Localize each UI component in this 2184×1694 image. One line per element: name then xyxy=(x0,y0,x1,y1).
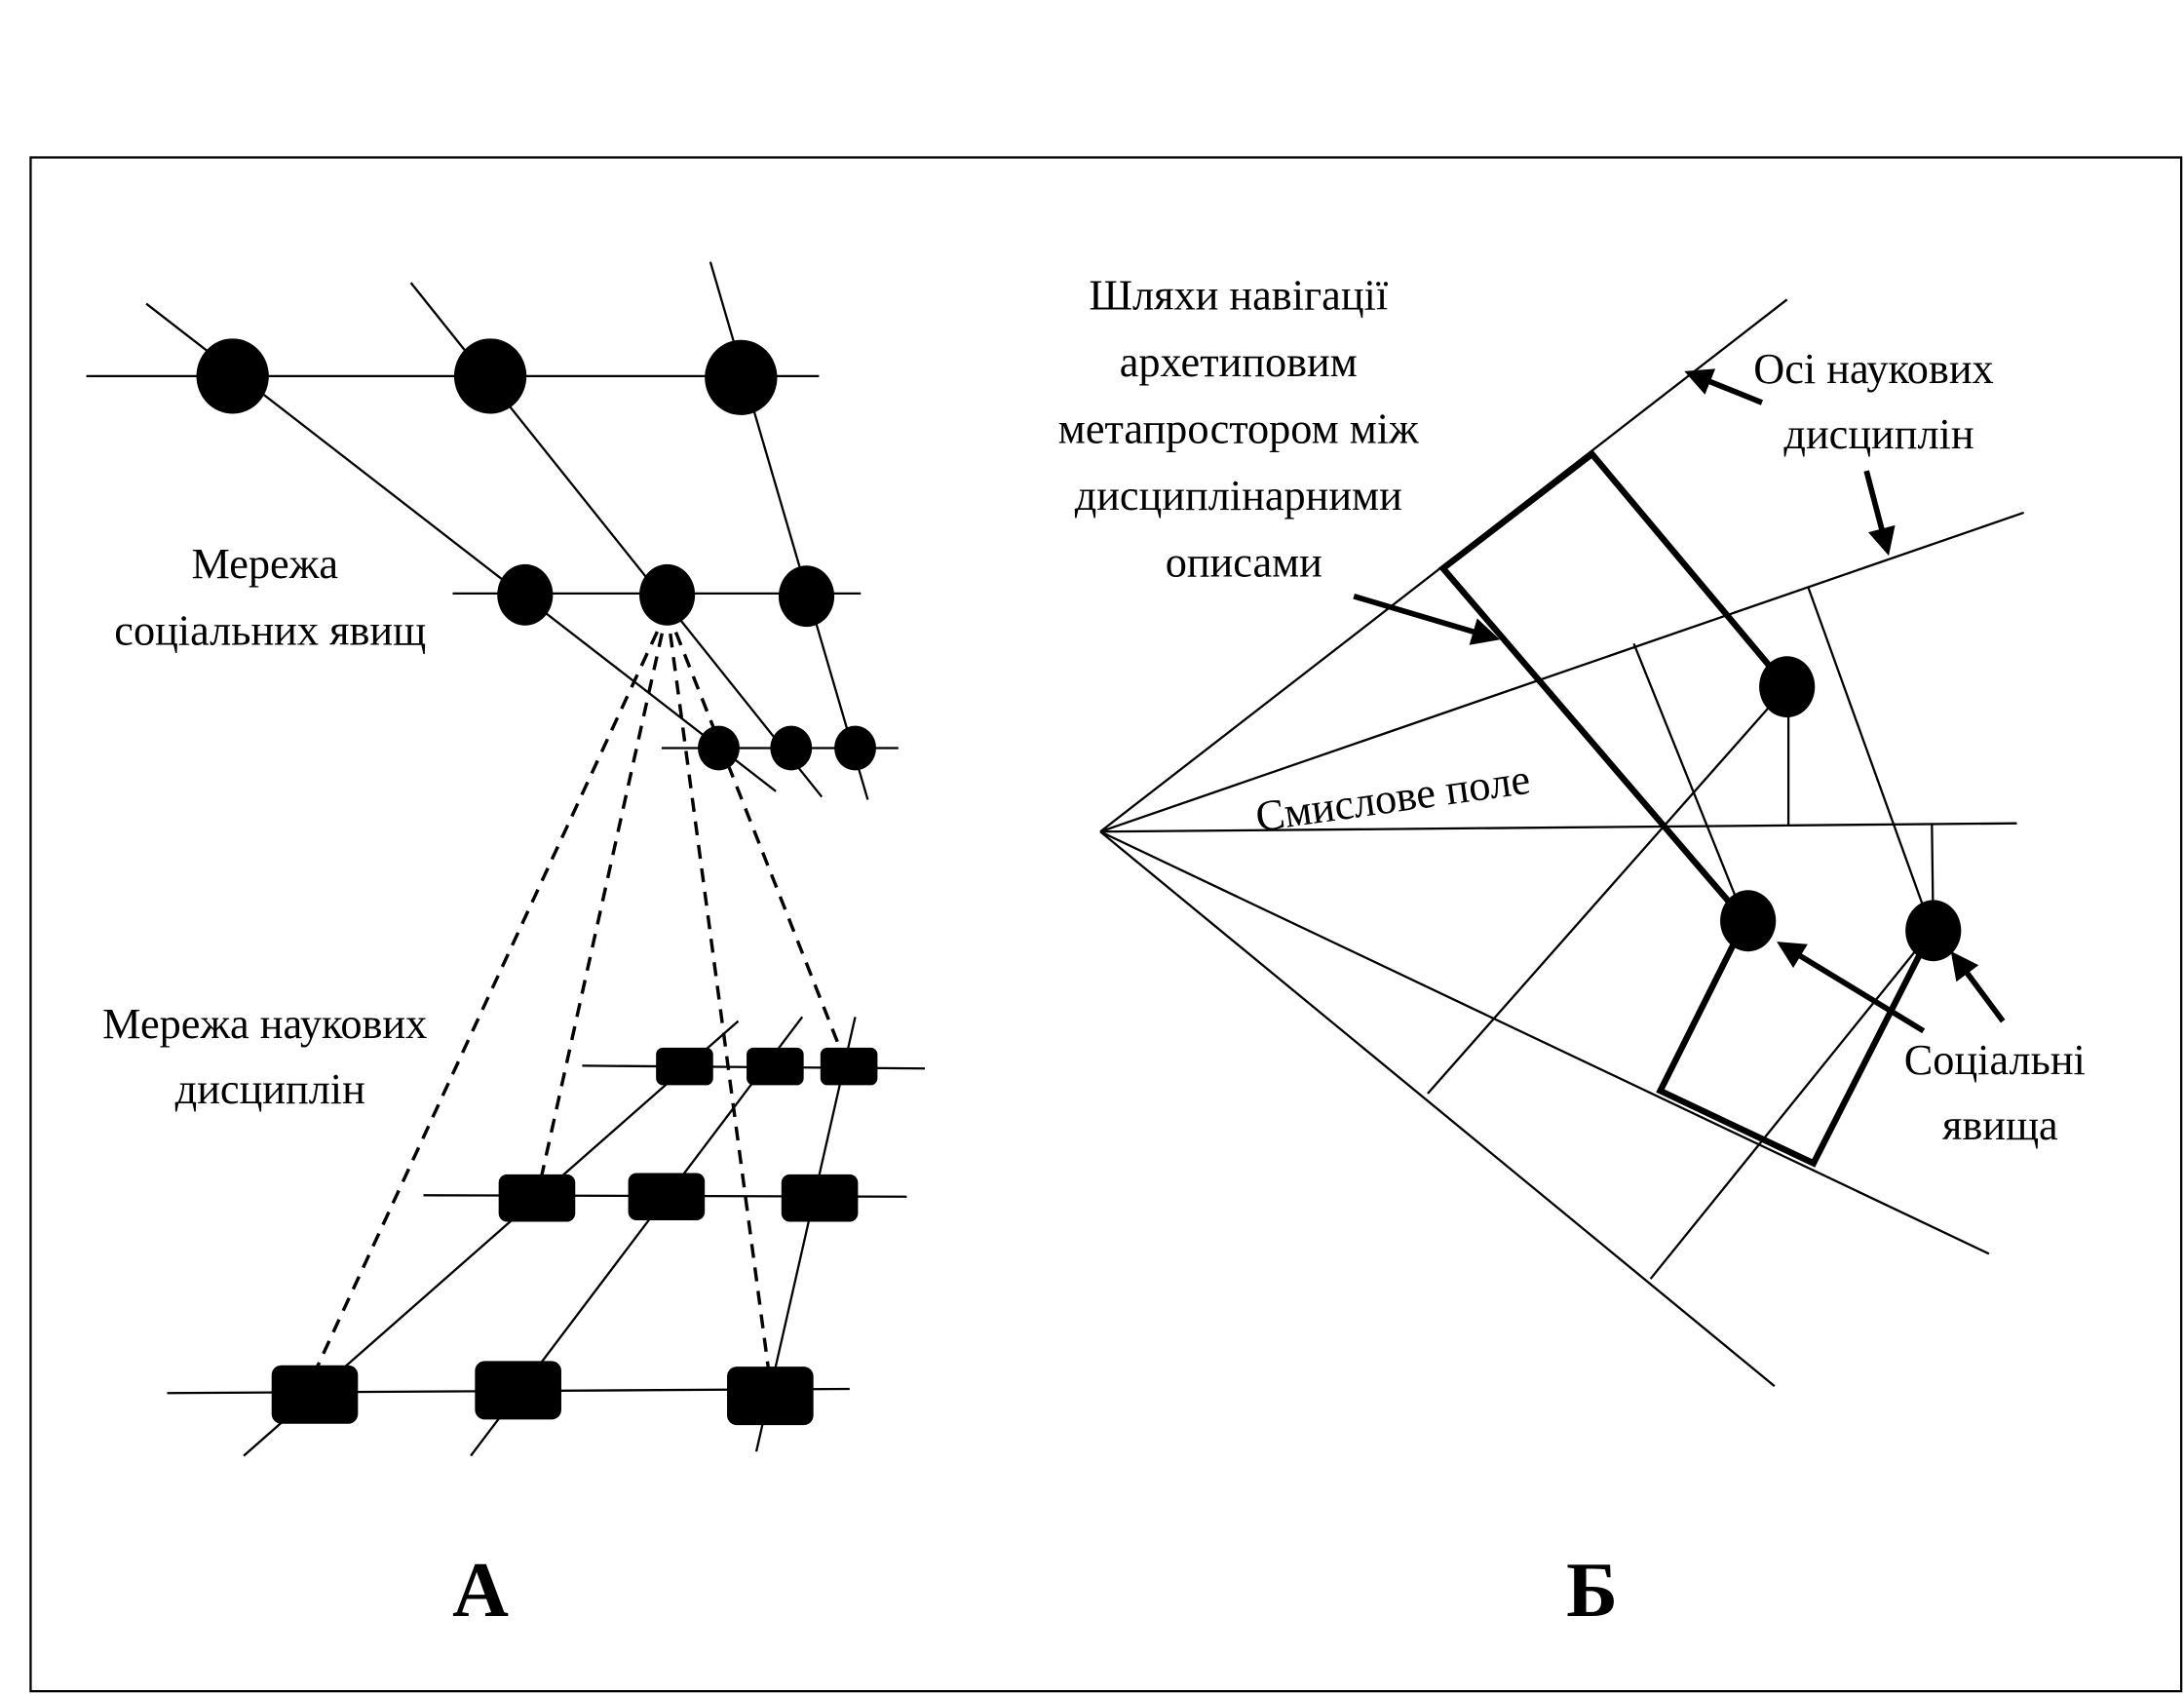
social-node xyxy=(778,565,835,628)
discipline-node xyxy=(781,1174,859,1222)
phenomenon-node xyxy=(1905,900,1962,962)
arrow-to-axis-icon xyxy=(1684,368,1764,405)
discipline-node xyxy=(747,1047,804,1086)
social-node xyxy=(705,339,778,415)
discipline-node xyxy=(271,1365,359,1424)
navigation-paths-label: Шляхи навігації архетиповим метапросторо… xyxy=(1058,271,1430,586)
discipline-node xyxy=(628,1173,706,1221)
discipline-node xyxy=(727,1367,814,1426)
panel-b-label: Б xyxy=(1566,1548,1618,1634)
axis-line xyxy=(1099,830,1990,1255)
discipline-node xyxy=(656,1047,713,1086)
phenomena-nodes xyxy=(1720,656,1962,962)
social-node xyxy=(698,725,740,771)
arrow-to-path-icon xyxy=(1353,593,1501,645)
arrow-to-axis-icon xyxy=(1863,470,1896,557)
axis-line xyxy=(1099,511,2025,833)
axis-line xyxy=(1100,822,2017,833)
pointer-arrows xyxy=(1353,368,2006,1034)
social-node xyxy=(497,563,554,626)
arrow-to-phenomenon-icon xyxy=(1950,950,2006,1023)
navigation-paths xyxy=(1438,449,1935,1168)
social-node xyxy=(770,725,813,771)
science-network-label: Мережа наукових дисциплін xyxy=(102,1000,438,1113)
social-network-nodes xyxy=(196,338,876,771)
social-node xyxy=(639,563,696,626)
discipline-node xyxy=(475,1361,561,1420)
projection-lines xyxy=(313,609,846,1373)
social-node xyxy=(196,338,269,414)
social-phenomena-label: Соціальні явища xyxy=(1904,1036,2096,1149)
discipline-axes-label: Осі наукових дисциплін xyxy=(1753,345,2005,458)
discipline-node xyxy=(498,1174,576,1222)
social-network-label: Мережа соціальних явищ xyxy=(114,540,426,655)
figure-frame xyxy=(29,156,2183,1693)
phenomenon-node xyxy=(1759,656,1816,718)
axis-line xyxy=(1099,830,1776,1388)
social-node xyxy=(834,725,876,771)
social-node xyxy=(453,338,527,414)
discipline-nodes xyxy=(271,1047,878,1426)
projection-cross-lines xyxy=(1427,586,1935,1280)
panel-a-label: А xyxy=(452,1548,509,1634)
panel-b: Шляхи навігації архетиповим метапросторо… xyxy=(1058,271,2096,1634)
panel-a: Мережа соціальних явищ Мережа наукових д… xyxy=(86,261,926,1634)
discipline-axes xyxy=(1099,298,2025,1388)
discipline-node xyxy=(820,1047,878,1086)
arrow-to-phenomenon-icon xyxy=(1777,942,1926,1034)
phenomenon-node xyxy=(1720,890,1777,952)
